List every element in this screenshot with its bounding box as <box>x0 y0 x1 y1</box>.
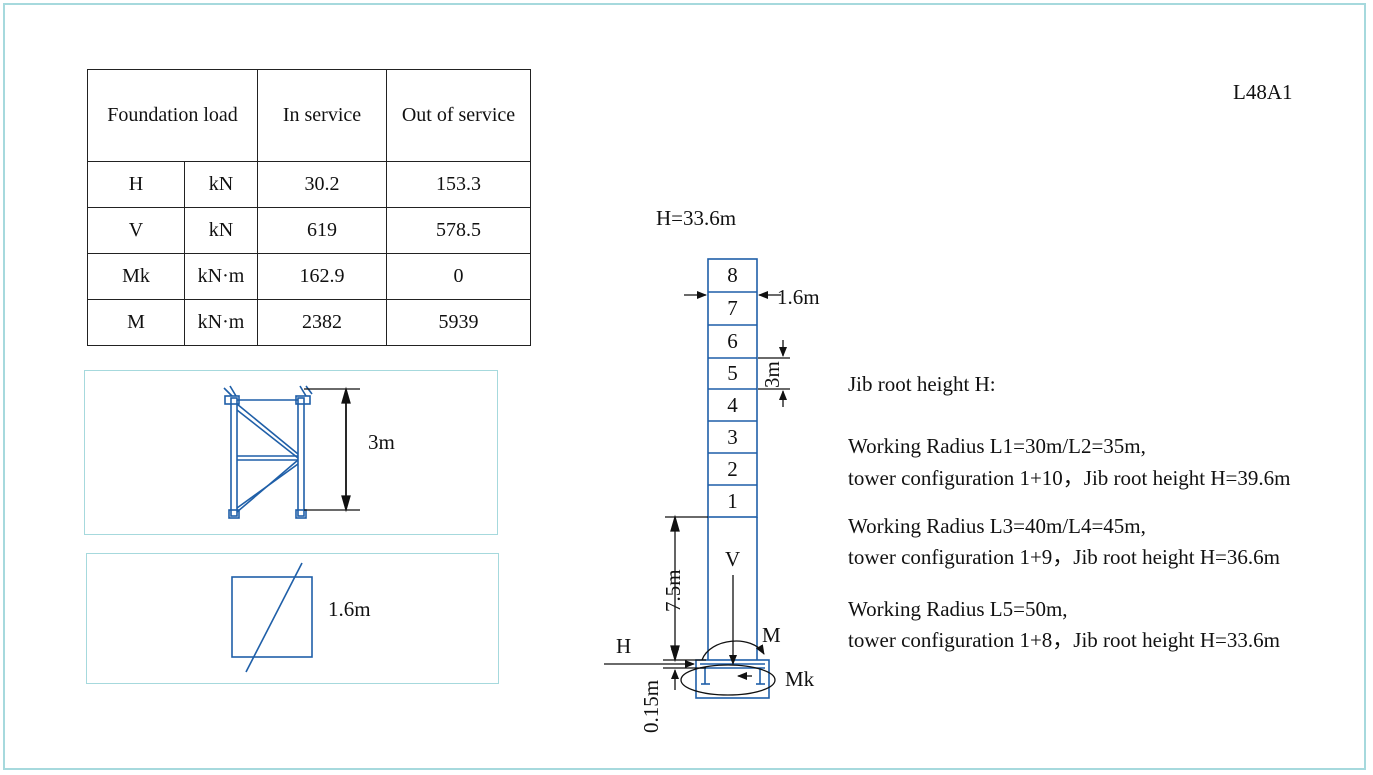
force-h-label: H <box>616 634 632 658</box>
base-height-label: 7.5m <box>661 569 685 612</box>
config1-line2: tower configuration 1+10，Jib root height… <box>848 466 1291 490</box>
section-height-label: 3m <box>368 430 395 454</box>
row-in-service: 162.9 <box>257 253 387 300</box>
row-out-of-service: 0 <box>386 253 531 300</box>
row-symbol: M <box>87 299 185 346</box>
tower-section-label: 8 <box>727 263 738 287</box>
plan-width-label: 1.6m <box>328 597 371 621</box>
config3-line2: tower configuration 1+8，Jib root height … <box>848 628 1280 652</box>
row-in-service: 2382 <box>257 299 387 346</box>
tower-width-label: 1.6m <box>777 285 820 309</box>
row-unit: kN <box>184 207 258 254</box>
tower-elevation <box>695 258 770 699</box>
mast-section-dimension <box>304 386 360 513</box>
footing-thickness-label: 0.15m <box>639 679 663 733</box>
tower-section-label: 7 <box>727 296 738 320</box>
config3-line1: Working Radius L5=50m, <box>848 597 1068 621</box>
mast-section-drawing <box>223 385 313 519</box>
section-height-dim-label: 3m <box>760 361 784 388</box>
tower-dimensions <box>604 291 790 696</box>
mast-plan-drawing <box>231 562 313 673</box>
table-row: V kN 619 578.5 <box>87 207 531 254</box>
tower-section-label: 5 <box>727 361 738 385</box>
mast-section-panel <box>84 370 498 535</box>
mast-plan-panel <box>86 553 499 684</box>
model-label: L48A1 <box>1233 80 1293 104</box>
config1-line1: Working Radius L1=30m/L2=35m, <box>848 434 1146 458</box>
row-in-service: 30.2 <box>257 161 387 208</box>
row-out-of-service: 578.5 <box>386 207 531 254</box>
header-out-of-service: Out of service <box>386 69 531 162</box>
tower-section-label: 6 <box>727 329 738 353</box>
row-in-service: 619 <box>257 207 387 254</box>
tower-height-label: H=33.6m <box>656 206 737 230</box>
table-row: M kN·m 2382 5939 <box>87 299 531 346</box>
config2-line1: Working Radius L3=40m/L4=45m, <box>848 514 1146 538</box>
moment-m-label: M <box>762 623 781 647</box>
tower-section-label: 4 <box>727 393 738 417</box>
table-row: H kN 30.2 153.3 <box>87 161 531 208</box>
row-unit: kN·m <box>184 299 258 346</box>
row-out-of-service: 5939 <box>386 299 531 346</box>
notes-heading: Jib root height H: <box>848 372 996 396</box>
tower-section-label: 2 <box>727 457 738 481</box>
config2-line2: tower configuration 1+9，Jib root height … <box>848 545 1280 569</box>
page-frame <box>3 3 1366 770</box>
tower-section-label: 1 <box>727 489 738 513</box>
moment-mk-label: Mk <box>785 667 815 691</box>
table-row: Mk kN·m 162.9 0 <box>87 253 531 300</box>
foundation-load-table: Foundation load In service Out of servic… <box>87 69 531 346</box>
tower-section-label: 3 <box>727 425 738 449</box>
force-v-label: V <box>725 547 741 571</box>
